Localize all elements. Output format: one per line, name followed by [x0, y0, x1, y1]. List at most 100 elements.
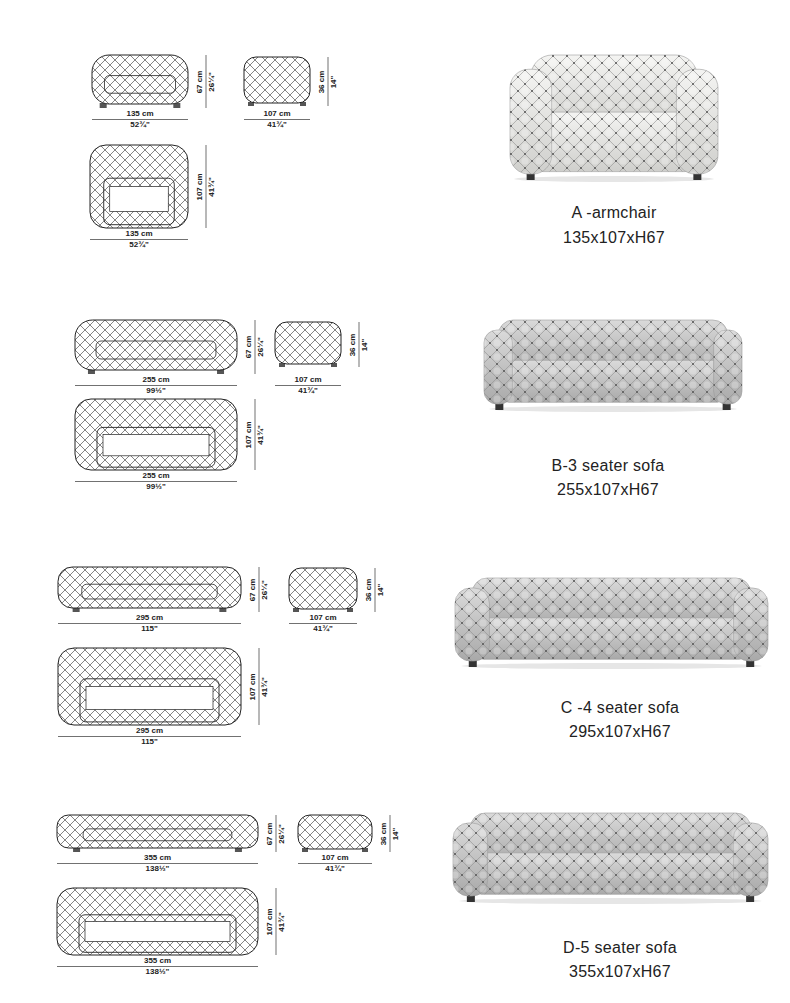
dimension-label: 67 cm [245, 336, 253, 359]
dimension-label: 41¾" [208, 177, 216, 196]
dimension-line [259, 567, 260, 612]
tufting [510, 69, 552, 174]
dimension-line [58, 736, 241, 737]
dimension-label: 26¼" [278, 824, 286, 843]
seat-outline [96, 341, 216, 359]
dimension-label: 138½" [146, 865, 170, 873]
dimension-label: 255 cm [142, 472, 169, 480]
product-group [57, 813, 768, 967]
product-caption: D-5 seater sofa [563, 940, 677, 956]
dimension-label: 107 cm [249, 673, 257, 700]
dimension-line [57, 966, 258, 967]
dimension-label: 36 cm [318, 70, 326, 93]
dimension-line [276, 815, 277, 852]
dimension-label: 355 cm [144, 957, 171, 965]
seat-outline [97, 427, 215, 467]
dimension-label: 138½" [146, 968, 170, 976]
seat-inner [103, 435, 209, 456]
dimension-label: 135 cm [125, 230, 152, 238]
dimension-label: 115" [141, 738, 158, 746]
shadow [489, 406, 737, 412]
dimension-label: 255 cm [142, 376, 169, 384]
dimension-label: 107 cm [321, 854, 348, 862]
seat-inner [86, 687, 213, 710]
dimension-line [92, 119, 188, 120]
upholstery [484, 330, 512, 404]
top-outline [57, 888, 258, 955]
side-outline [275, 322, 341, 364]
dimension-label: 26¼" [208, 72, 216, 91]
upholstery [474, 853, 747, 895]
dimension-label: 52¾" [130, 121, 149, 129]
product-caption: C -4 seater sofa [561, 700, 680, 716]
dimension-label: 135 cm [126, 110, 153, 118]
seat-inner [110, 187, 169, 212]
dimension-label: 52¾" [129, 241, 148, 249]
dimension-label: 41¾" [267, 121, 286, 129]
dimension-label: 99½" [146, 483, 165, 491]
upholstery [734, 588, 768, 661]
seat-outline [104, 178, 175, 224]
tufting [474, 853, 747, 895]
dimension-label: 26¼" [257, 337, 265, 356]
product-caption: B-3 seater sofa [552, 458, 665, 474]
dimension-label: 41¾" [325, 865, 344, 873]
seat-inner [85, 922, 230, 942]
dimension-label: 355 cm [144, 854, 171, 862]
tufting [455, 588, 489, 661]
dimension-label: 36 cm [365, 579, 373, 602]
seat-outline [83, 829, 232, 841]
dimension-label: 99½" [146, 387, 165, 395]
product-caption: A -armchair [571, 205, 656, 221]
dimension-label: 41¾" [298, 387, 317, 395]
dimension-label: 14" [330, 75, 338, 88]
seat-outline [80, 679, 219, 722]
tufting [714, 330, 742, 404]
dimension-label: 14" [392, 827, 400, 840]
product-group [75, 320, 742, 482]
dimension-line [206, 145, 207, 228]
dimension-line [255, 399, 256, 470]
dimension-line [75, 385, 237, 386]
product-group [58, 567, 768, 737]
front-outline [57, 815, 258, 848]
dimension-label: 67 cm [196, 70, 204, 93]
tufting [535, 112, 693, 171]
dimension-label: 41¾" [278, 912, 286, 931]
dimension-label: 41¾" [313, 625, 332, 633]
side-outline [298, 815, 372, 849]
upholstery [476, 618, 748, 660]
dimension-line [206, 55, 207, 108]
seat-outline [79, 915, 236, 953]
upholstery [510, 69, 552, 174]
seat-outline [104, 76, 175, 94]
tufting [501, 360, 725, 402]
tufting [676, 69, 718, 174]
upholstery [714, 330, 742, 404]
dimension-label: 107 cm [309, 614, 336, 622]
dimension-line [390, 815, 391, 852]
dimension-label: 36 cm [380, 822, 388, 845]
dimension-label: 14" [361, 338, 369, 351]
dimension-label: 115" [141, 625, 158, 633]
tufting [734, 588, 768, 661]
dimension-label: 67 cm [249, 578, 257, 601]
dimension-line [255, 320, 256, 374]
dimension-line [57, 863, 258, 864]
dimension-label: 107 cm [266, 908, 274, 935]
dimension-line [375, 568, 376, 612]
dimension-label: 107 cm [263, 110, 290, 118]
shadow [514, 176, 714, 182]
dimension-label: 107 cm [294, 376, 321, 384]
product-caption: 135x107xH67 [563, 230, 665, 246]
dimension-line [359, 322, 360, 367]
upholstery [453, 823, 488, 896]
product-group [90, 55, 718, 240]
dimension-label: 26¼" [261, 580, 269, 599]
shadow [459, 898, 761, 904]
product-caption: 355x107xH67 [569, 964, 671, 980]
upholstery [676, 69, 718, 174]
front-outline [92, 55, 188, 104]
